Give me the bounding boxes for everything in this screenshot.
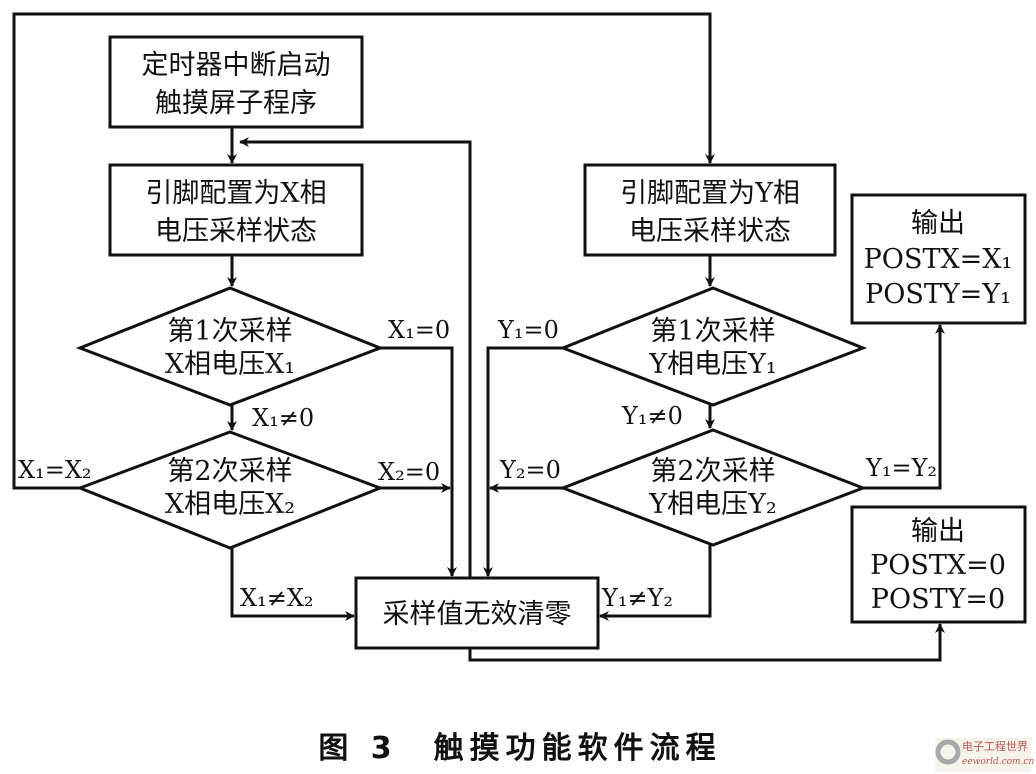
node-x-sample2: 第2次采样 X相电压X₂ [75,430,385,550]
node-x-sample1-line2: X相电压X₁ [165,349,295,380]
label-y1-ne-y2: Y₁≠Y₂ [601,584,673,612]
label-y1-zero: Y₁=0 [497,316,559,344]
node-start-line2: 触摸屏子程序 [155,88,317,119]
node-y-sample1-line2: Y相电压Y₁ [648,349,776,380]
node-start: 定时器中断启动 触摸屏子程序 [108,35,364,129]
edge-loop-to-y-config [12,12,715,490]
node-x-sample1-line1: 第1次采样 [167,316,292,347]
node-output-valid-line2: POSTX=X₁ [864,244,1013,275]
label-x2-zero: X₂=0 [378,458,440,486]
node-y-config-line2: 电压采样状态 [629,216,791,247]
edge-x1-ne-x2 [230,548,355,621]
node-clear-label: 采样值无效清零 [383,599,572,630]
label-y1-eq-y2: Y₁=Y₂ [865,454,937,482]
node-output-zero: 输出 POSTX=0 POSTY=0 [850,505,1027,624]
node-y-sample1: 第1次采样 Y相电压Y₁ [558,286,868,407]
label-x1-eq-x2: X₁=X₂ [18,456,92,484]
node-x-config-line1: 引脚配置为X相 [145,178,326,209]
node-output-valid: 输出 POSTX=X₁ POSTY=Y₁ [850,193,1027,325]
node-y-sample2-line2: Y相电压Y₂ [648,489,776,520]
node-output-zero-line2: POSTX=0 [870,550,1006,581]
node-output-valid-line1: 输出 [911,208,965,239]
node-output-zero-line3: POSTY=0 [871,584,1005,615]
figure-caption: 图 3 触摸功能软件流程 [318,731,721,766]
connectors [12,12,945,662]
label-y1-nonzero: Y₁≠0 [621,402,683,430]
edge-clear-to-output-zero [468,623,945,662]
watermark-name: 电子工程世界 [962,740,1028,753]
edge-y1-ne-y2 [599,545,712,621]
node-x-sample2-line2: X相电压X₂ [165,489,295,520]
node-y-sample2: 第2次采样 Y相电压Y₂ [558,428,868,547]
edge-y1-zero [483,346,563,577]
label-y2-zero: Y₂=0 [499,456,561,484]
node-start-line1: 定时器中断启动 [142,50,331,81]
node-output-valid-line3: POSTY=Y₁ [865,279,1011,310]
node-x-sample1: 第1次采样 X相电压X₁ [75,286,385,407]
edge-x1-zero [380,346,457,577]
node-y-sample2-line1: 第2次采样 [650,456,775,487]
node-x-config: 引脚配置为X相 电压采样状态 [108,163,364,257]
watermark-url: eeworld.com.cn [962,757,1034,767]
node-clear: 采样值无效清零 [354,576,600,650]
node-y-config: 引脚配置为Y相 电压采样状态 [583,163,837,257]
watermark-logo: 电子工程世界 eeworld.com.cn [935,738,1034,772]
edge-labels: X₁=0 X₁≠0 X₂=0 X₁=X₂ X₁≠X₂ Y₁=0 Y₁≠0 Y₂=… [18,316,937,612]
edge-clear-back-to-x-config [239,137,472,578]
node-y-sample1-line1: 第1次采样 [650,316,775,347]
node-x-sample2-line1: 第2次采样 [167,456,292,487]
edge-y1-eq-y2 [863,324,945,490]
label-x1-nonzero: X₁≠0 [252,404,314,432]
node-x-config-line2: 电压采样状态 [155,216,317,247]
label-x1-ne-x2: X₁≠X₂ [240,584,314,612]
node-output-zero-line1: 输出 [911,516,965,547]
node-y-config-line1: 引脚配置为Y相 [620,178,800,209]
label-x1-zero: X₁=0 [388,316,450,344]
